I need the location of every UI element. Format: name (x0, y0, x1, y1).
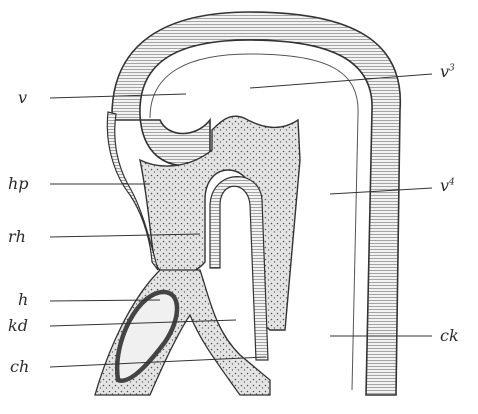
label-h: h (18, 292, 28, 308)
label-ck: ck (440, 328, 459, 344)
label-v3: v3 (440, 64, 455, 80)
label-ch: ch (10, 359, 29, 375)
leader-v3 (250, 74, 432, 88)
label-hp: hp (8, 176, 29, 192)
label-kd: kd (8, 318, 28, 334)
label-rh: rh (8, 229, 26, 245)
label-v4: v4 (440, 178, 455, 194)
label-v: v (18, 90, 27, 106)
